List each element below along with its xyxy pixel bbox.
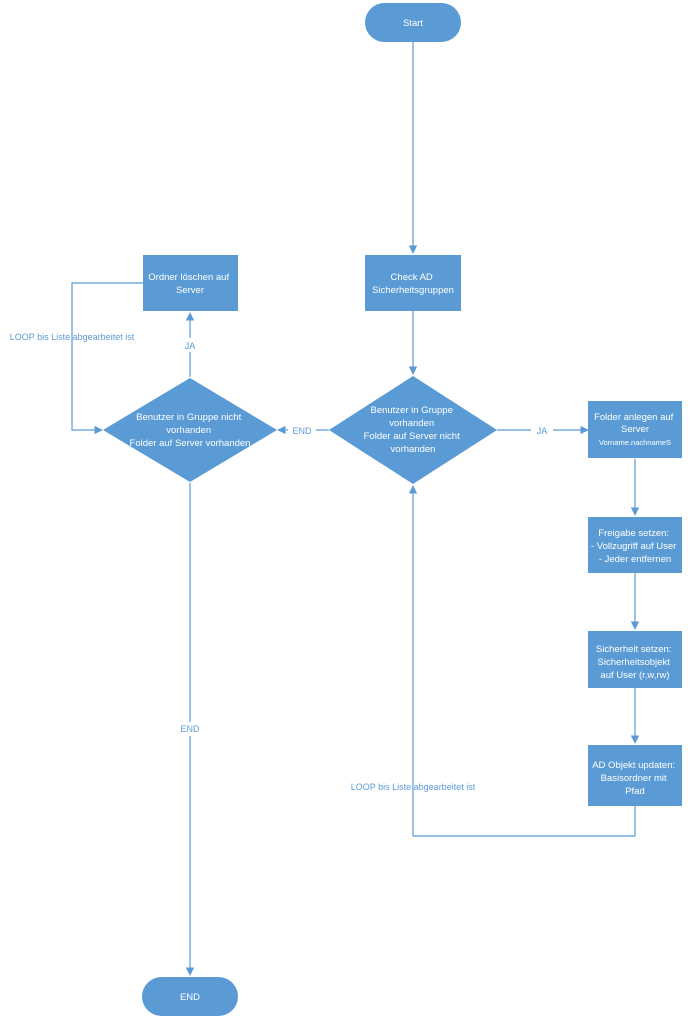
edge-loop-left — [71, 282, 143, 435]
node-start-label: Start — [403, 18, 423, 29]
edge-label-bg — [288, 423, 316, 437]
node-end — [142, 977, 238, 1016]
node-decision-main — [329, 376, 497, 484]
edge-label-ja-right: JA — [537, 426, 548, 436]
edge-label-ja-up: JA — [185, 341, 196, 351]
node-update-ad-label: AD Objekt updaten: Basisordner mit Pfad — [592, 760, 678, 797]
edge-label-loop-left: LOOP bis Liste abgearbeitet ist — [10, 332, 135, 342]
node-decision-left-label: Benutzer in Gruppe nicht vorhanden Folde… — [130, 412, 251, 449]
edge-label-end-left: END — [292, 426, 312, 436]
edge-label-end-down: END — [180, 724, 200, 734]
node-decision-left — [103, 378, 277, 482]
node-set-share — [588, 517, 682, 573]
node-check-ad-label: Check AD Sicherheitsgruppen — [372, 272, 454, 296]
edge-label-bg — [176, 722, 204, 736]
node-create-folder-label: Folder anlegen auf Server — [594, 412, 676, 435]
node-end-label: END — [180, 992, 200, 1003]
edge-label-loop-right: LOOP bis Liste abgearbeitet ist — [351, 782, 476, 792]
node-decision-main-label: Benutzer in Gruppe vorhanden Folder auf … — [364, 405, 463, 455]
node-set-security-label: Sicherheit setzen: Sicherheitsobjekt auf… — [596, 644, 674, 681]
node-create-folder-sublabel: Vorname.nachnameS — [599, 438, 671, 447]
node-delete-folder-label: Ordner löschen auf Server — [148, 272, 231, 296]
node-update-ad — [588, 745, 682, 806]
node-create-folder — [588, 401, 682, 458]
node-set-security — [588, 631, 682, 688]
edge-label-bg — [531, 423, 553, 437]
edge-loop-right — [408, 485, 636, 837]
node-set-share-label: Freigabe setzen: - Vollzugriff auf User … — [591, 528, 679, 565]
node-check-ad — [365, 255, 461, 311]
edge-label-bg — [180, 338, 200, 352]
node-start — [365, 3, 461, 42]
node-delete-folder — [143, 255, 238, 311]
